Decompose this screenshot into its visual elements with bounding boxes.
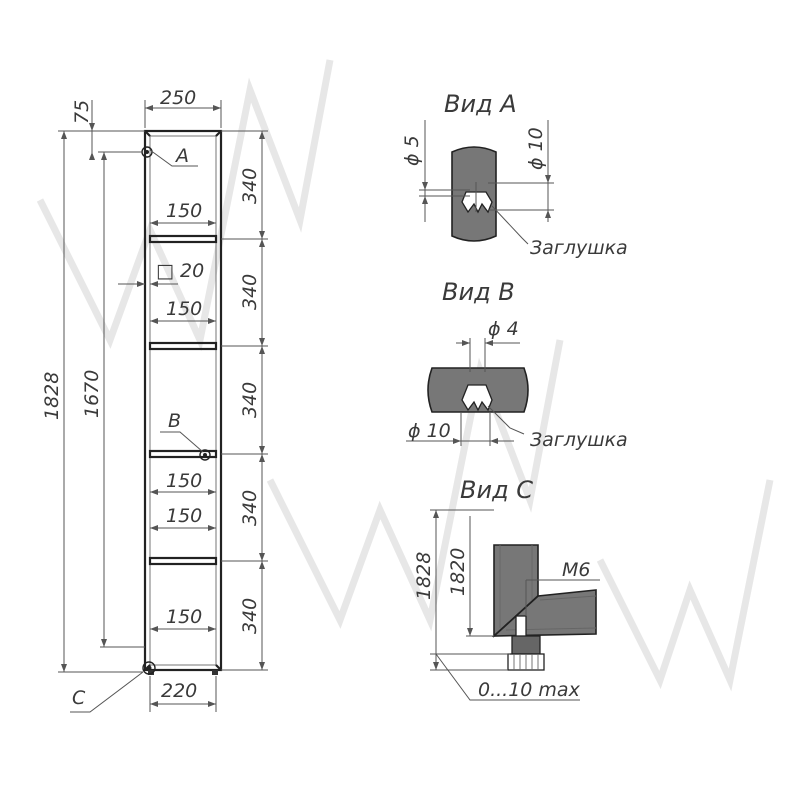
dim-total-height: 1828 bbox=[41, 372, 63, 420]
view-b-dim-small: ϕ 4 bbox=[488, 318, 519, 340]
view-c: Вид С 1828 1820 M6 0...1 bbox=[413, 476, 600, 701]
shelf-dim bbox=[150, 489, 216, 495]
view-b-dim-large: ϕ 10 bbox=[408, 420, 451, 442]
dim-section-height: 340 bbox=[239, 598, 261, 634]
view-c-adjust-range: 0...10 max bbox=[478, 679, 581, 701]
dim-width-top: 250 bbox=[160, 87, 196, 109]
front-view: 250 220 75 1828 1670 □ 20 150 150 150 15… bbox=[41, 87, 268, 713]
view-c-dim-total: 1828 bbox=[413, 552, 435, 600]
shelf bbox=[148, 341, 218, 351]
view-b-title: Вид В bbox=[442, 278, 515, 306]
view-a-dim-large: ϕ 10 bbox=[525, 127, 547, 170]
shelf bbox=[148, 234, 218, 244]
detail-c-marker bbox=[142, 661, 156, 675]
view-a-title: Вид А bbox=[444, 90, 517, 118]
dim-profile: □ 20 bbox=[156, 260, 204, 282]
detail-b-marker bbox=[199, 449, 211, 461]
shelf bbox=[148, 556, 218, 566]
view-c-thread: M6 bbox=[562, 559, 590, 581]
shelf-dim bbox=[150, 626, 216, 632]
callout-b-label: B bbox=[168, 410, 181, 432]
dim-shelf-width: 150 bbox=[166, 298, 202, 320]
view-c-dim-inner: 1820 bbox=[447, 548, 469, 596]
rack-frame bbox=[143, 129, 223, 675]
dim-shelf-width: 150 bbox=[166, 505, 202, 527]
dim-inner-height: 1670 bbox=[81, 370, 103, 418]
view-b-plug-label: Заглушка bbox=[530, 429, 628, 451]
dim-section-height: 340 bbox=[239, 274, 261, 310]
dim-width-bottom: 220 bbox=[161, 680, 197, 702]
shelf-dim bbox=[150, 318, 216, 324]
view-c-title: Вид С bbox=[460, 476, 533, 504]
shelf-dim bbox=[150, 220, 216, 226]
view-b: Вид В ϕ 4 ϕ 10 Заглушка bbox=[406, 278, 628, 451]
dim-section-height: 340 bbox=[239, 382, 261, 418]
shelf bbox=[148, 449, 218, 459]
view-a: Вид А ϕ 5 ϕ 10 Заглушка bbox=[401, 90, 628, 259]
dim-section-height: 340 bbox=[239, 490, 261, 526]
callout-c-label: C bbox=[72, 687, 86, 709]
view-a-dim-small: ϕ 5 bbox=[401, 135, 423, 166]
callout-a-label: A bbox=[174, 145, 189, 167]
dim-shelf-width: 150 bbox=[166, 606, 202, 628]
shelf-dim bbox=[150, 525, 216, 531]
dim-shelf-width: 150 bbox=[166, 470, 202, 492]
dim-top-offset: 75 bbox=[71, 100, 93, 124]
watermark bbox=[36, 59, 774, 692]
view-a-plug-label: Заглушка bbox=[530, 237, 628, 259]
dim-section-height: 340 bbox=[239, 168, 261, 204]
dim-shelf-width: 150 bbox=[166, 200, 202, 222]
